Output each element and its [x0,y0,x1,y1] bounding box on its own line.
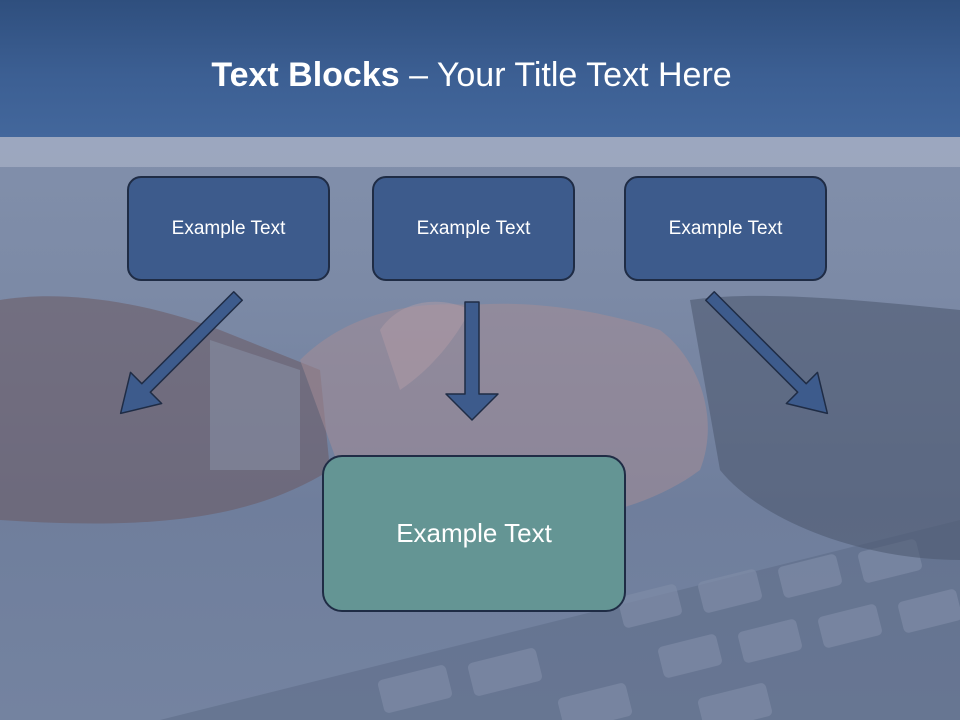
text-block-3[interactable]: Example Text [624,176,827,281]
title-rest-text: – Your Title Text Here [399,56,732,94]
text-block-2-label: Example Text [416,217,531,239]
arrow-down-icon [445,301,499,421]
arrow-down-right-icon [119,291,243,415]
arrow-down-left-icon [705,291,829,415]
text-block-2[interactable]: Example Text [372,176,575,281]
text-block-1[interactable]: Example Text [127,176,330,281]
main-text-block[interactable]: Example Text [322,455,626,612]
header-strip [0,137,960,167]
main-text-block-label: Example Text [396,518,552,548]
text-block-3-label: Example Text [668,217,783,239]
title-bold-text: Text Blocks [211,56,400,94]
slide-title[interactable]: Text Blocks – Your Title Text Here [0,55,943,95]
title-bar [0,0,960,137]
text-block-1-label: Example Text [171,217,286,239]
